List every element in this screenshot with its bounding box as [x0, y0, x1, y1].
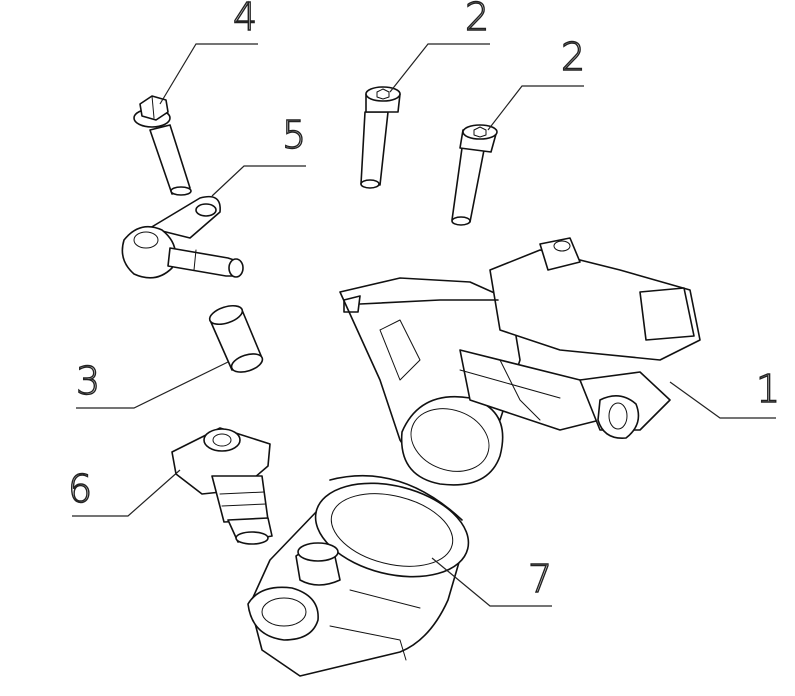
part-2-socket-screw-right [451, 124, 498, 226]
callout-7: 7 [528, 557, 552, 601]
leader-2a [389, 43, 490, 93]
part-5-ball-joint-link [121, 195, 244, 279]
callout-5: 5 [282, 113, 306, 157]
callout-6: 6 [68, 467, 92, 511]
callout-labels: 4 2 2 5 3 6 7 1 [67, 0, 781, 602]
callout-1: 1 [756, 367, 780, 411]
part-4-flange-bolt [133, 95, 192, 196]
leader-6 [72, 469, 181, 517]
callout-4: 4 [233, 0, 257, 39]
leader-lines [72, 43, 776, 607]
leader-3 [76, 361, 229, 409]
leader-7 [431, 557, 552, 607]
part-3-spacer-sleeve [208, 304, 264, 373]
leader-2b [487, 85, 584, 131]
callout-2a: 2 [465, 0, 489, 39]
leader-1 [669, 381, 776, 419]
part-2-socket-screw-left [360, 86, 401, 189]
part-1-throttle-body [339, 237, 701, 486]
callout-2b: 2 [561, 35, 585, 79]
part-6-sensor [171, 427, 273, 545]
part-7-intake-manifold [247, 474, 470, 677]
leader-5 [211, 165, 306, 197]
callout-3: 3 [76, 359, 100, 403]
leader-4 [159, 43, 258, 105]
